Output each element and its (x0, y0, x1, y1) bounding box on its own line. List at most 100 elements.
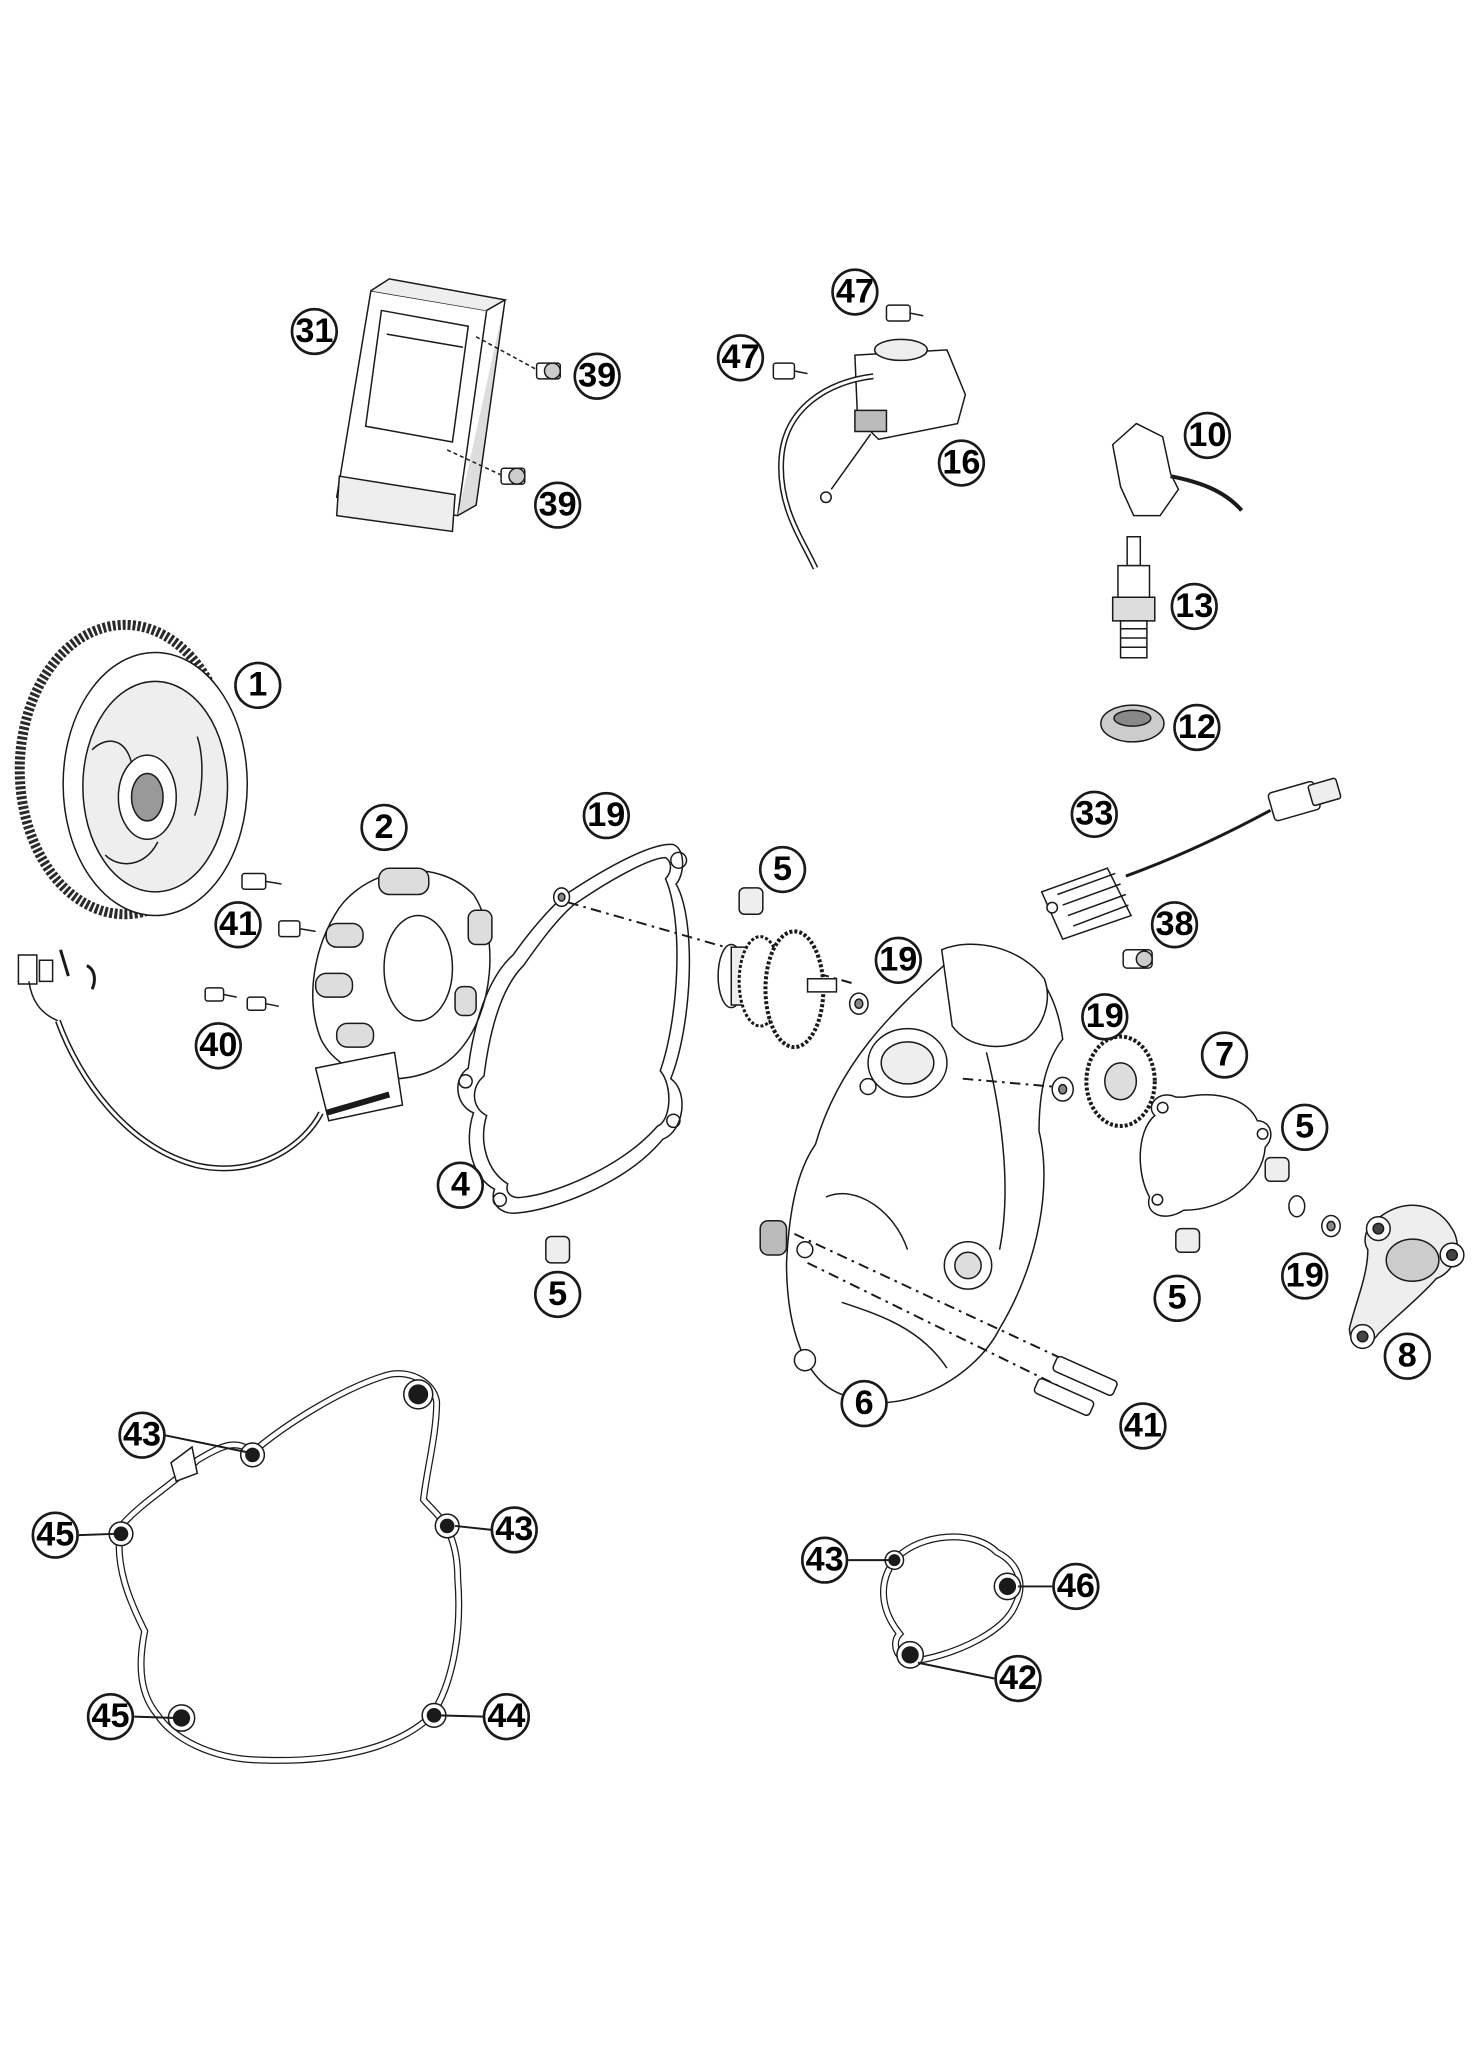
callout-label: 45 (36, 1515, 74, 1553)
callout-label: 5 (1168, 1279, 1187, 1317)
callout-label: 7 (1215, 1035, 1234, 1073)
callout-39-lower: 39 (533, 481, 582, 529)
callout-33: 33 (1070, 790, 1118, 838)
callout-label: 19 (879, 941, 917, 979)
callout-label: 39 (539, 485, 577, 523)
part-38-screw (1123, 950, 1152, 968)
callout-label: 41 (219, 905, 257, 943)
part-47-screw-left (773, 363, 807, 379)
callout-44: 44 (482, 1692, 531, 1741)
part-5-dowel-d (1176, 1229, 1200, 1253)
part-5-dowel-b (546, 1237, 570, 1263)
callout-40: 40 (194, 1022, 243, 1070)
callout-7: 7 (1200, 1031, 1249, 1079)
part-10-spark-plug-cap (1113, 424, 1242, 516)
callout-31: 31 (290, 307, 339, 356)
callout-label: 1 (248, 666, 267, 704)
callout-label: 5 (773, 850, 792, 888)
part-8-inspection-cover (1349, 1205, 1463, 1348)
axis-line-3 (807, 1261, 1087, 1401)
callout-19-center: 19 (874, 936, 922, 984)
callout-19-right: 19 (1081, 993, 1129, 1041)
callout-2: 2 (360, 803, 408, 852)
callout-label: 2 (375, 808, 394, 846)
o-ring (1289, 1196, 1305, 1217)
callout-label: 4 (451, 1166, 470, 1204)
callout-46: 46 (1052, 1562, 1100, 1611)
callout-8: 8 (1383, 1332, 1431, 1380)
callout-45-bottom: 45 (86, 1692, 135, 1741)
callout-12: 12 (1173, 703, 1221, 752)
part-5-dowel-a (739, 888, 763, 914)
callout-16: 16 (937, 439, 986, 487)
part-16-ignition-coil (781, 339, 965, 568)
callout-label: 45 (91, 1697, 129, 1735)
callout-label: 43 (123, 1416, 161, 1454)
part-4-cover-gasket (458, 844, 690, 1213)
callout-label: 43 (495, 1510, 533, 1548)
callout-label: 5 (548, 1275, 567, 1313)
callout-label: 43 (806, 1540, 844, 1578)
axis-line-2 (793, 1233, 1106, 1380)
part-47-screw-top (886, 305, 923, 321)
callout-label: 40 (199, 1026, 237, 1064)
axis-line-4 (962, 1077, 1053, 1088)
callout-label: 13 (1175, 587, 1213, 625)
callout-13: 13 (1170, 582, 1218, 631)
callout-label: 6 (855, 1384, 874, 1422)
callout-38: 38 (1150, 901, 1199, 949)
part-19-washer-far-right (1322, 1215, 1340, 1236)
leader-lines (78, 1434, 1053, 1719)
callout-41-stator: 41 (214, 901, 262, 949)
wire-harness (18, 950, 321, 1169)
callout-19-far-right: 19 (1281, 1252, 1329, 1300)
callout-41-cover: 41 (1119, 1402, 1167, 1450)
callout-label: 38 (1155, 905, 1193, 943)
callout-label: 33 (1075, 795, 1113, 833)
part-41-cover-screws (1033, 1355, 1118, 1416)
small-gasket-detail (883, 1537, 1020, 1668)
callout-label: 19 (587, 796, 625, 834)
callout-5-b: 5 (533, 1270, 582, 1319)
part-6-generator-cover (760, 944, 1063, 1403)
callout-label: 39 (578, 357, 616, 395)
callout-label: 19 (1086, 997, 1124, 1035)
callout-label: 16 (942, 443, 980, 481)
callout-6: 6 (840, 1379, 888, 1428)
starter-gear-shaft (718, 931, 836, 1047)
part-13-spark-plug (1113, 537, 1155, 658)
axis-line-1 (567, 901, 856, 985)
part-40-screws-pickup (205, 988, 279, 1010)
callout-47-top: 47 (831, 268, 879, 316)
callout-19-left: 19 (582, 791, 630, 840)
part-5-dowel-c (1265, 1158, 1289, 1182)
callout-43-small: 43 (800, 1536, 849, 1584)
callout-label: 46 (1057, 1567, 1095, 1605)
part-33-regulator (1042, 778, 1342, 939)
callout-4: 4 (436, 1161, 485, 1209)
part-19-washer-left (554, 888, 570, 906)
part-41-screws-stator (242, 873, 316, 936)
part-39-screw-upper (537, 363, 561, 379)
large-gasket-detail (109, 1374, 459, 1761)
callout-label: 8 (1398, 1337, 1417, 1375)
part-31-control-unit (337, 279, 540, 532)
part-2-stator (313, 868, 492, 1121)
callout-label: 42 (999, 1659, 1037, 1697)
callout-5-a: 5 (758, 845, 807, 894)
callout-5-d: 5 (1153, 1274, 1201, 1323)
callout-42: 42 (994, 1654, 1042, 1703)
callout-label: 41 (1124, 1406, 1162, 1444)
callout-label: 47 (721, 338, 759, 376)
callout-43-large-top: 43 (118, 1411, 166, 1459)
part-39-screw-lower (501, 468, 525, 484)
callout-45-left: 45 (31, 1511, 79, 1559)
callout-label: 31 (295, 312, 333, 350)
callout-10: 10 (1183, 411, 1232, 460)
callout-47-left: 47 (716, 334, 765, 382)
intermediate-gear (1086, 1037, 1154, 1126)
callout-39-upper: 39 (573, 352, 621, 400)
callout-5-c: 5 (1281, 1103, 1329, 1152)
callout-label: 12 (1178, 708, 1216, 746)
